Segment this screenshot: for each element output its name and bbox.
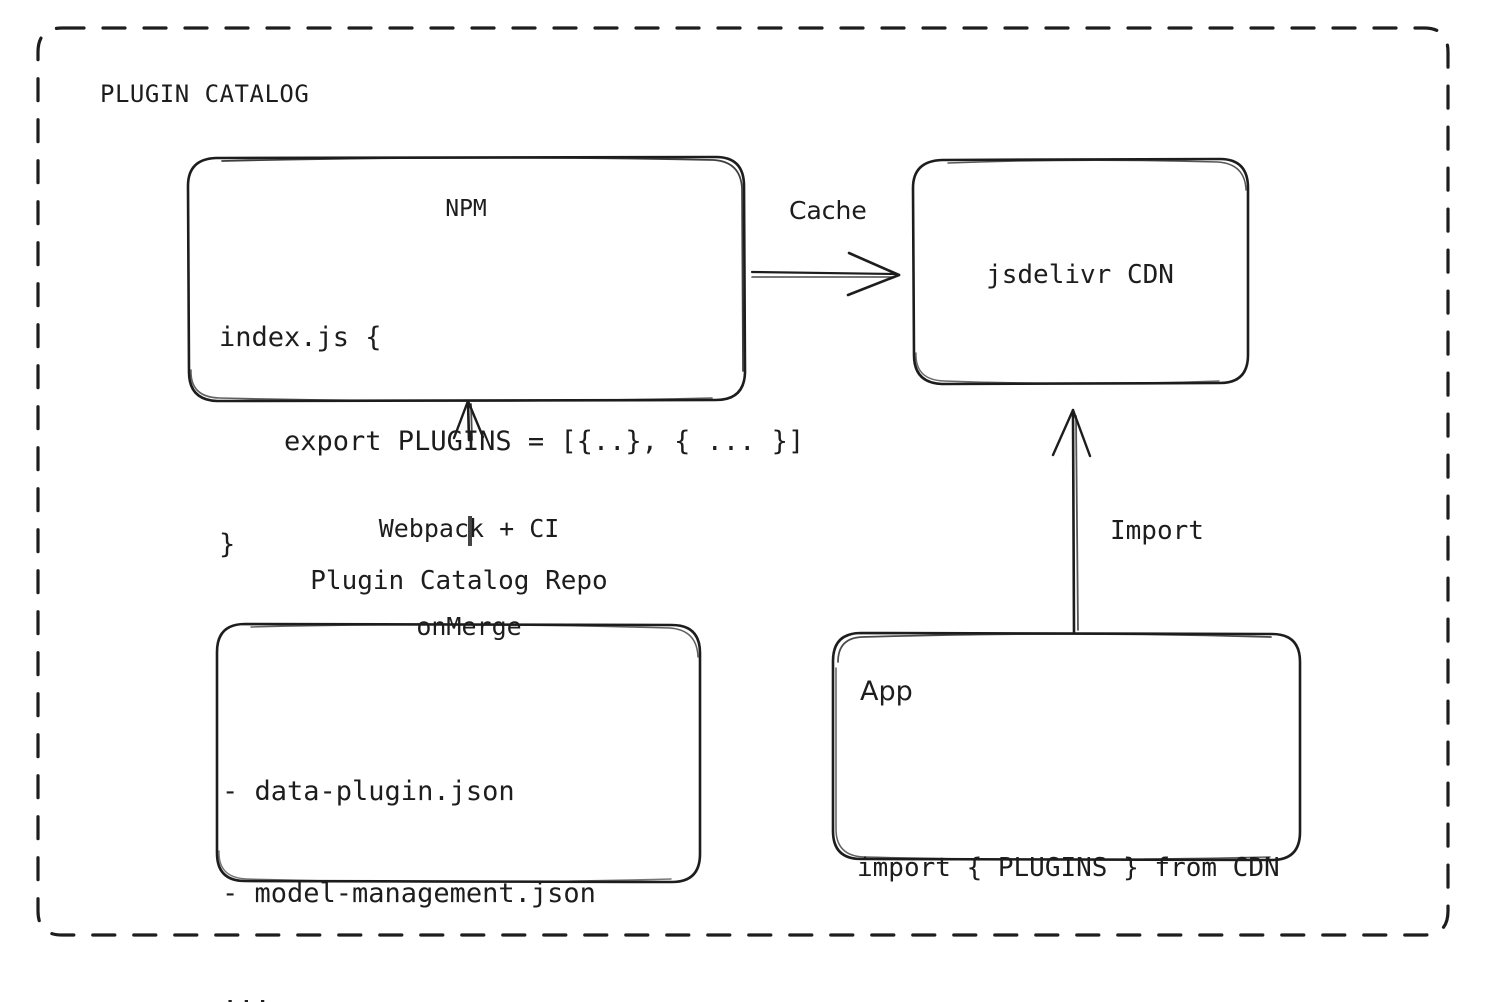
app-node-code: import { PLUGINS } from CDN PLUGINS.forE… <box>857 738 1280 1002</box>
repo-file-list: - data-plugin.json - model-management.js… <box>222 707 596 1002</box>
build-edge-label-line-2: onMerge <box>416 611 522 641</box>
npm-node-code: index.js { export PLUGINS = [{..}, { ...… <box>219 252 804 632</box>
app-node-title: App <box>860 676 913 707</box>
app-code-line-2: PLUGINS.forEach {} <box>857 998 1280 1002</box>
npm-node-shape <box>186 155 747 403</box>
cache-arrow <box>750 251 901 297</box>
npm-code-line-1: index.js { <box>219 322 382 354</box>
build-edge-label: Webpack + CI onMerge <box>308 448 630 708</box>
app-code-line-1: import { PLUGINS } from CDN <box>857 853 1280 883</box>
cdn-node-title: jsdelivr CDN <box>986 260 1174 290</box>
import-arrow <box>1051 408 1092 634</box>
npm-node-title: NPM <box>445 196 487 222</box>
repo-node-title: Plugin Catalog Repo <box>310 566 608 596</box>
build-arrow <box>452 399 485 546</box>
import-edge-label: Import <box>1110 516 1204 546</box>
repo-list-item: - model-management.json <box>222 878 596 910</box>
cache-edge-label: Cache <box>789 196 867 225</box>
plugin-catalog-group-label: PLUGIN CATALOG <box>100 80 310 108</box>
repo-list-item: ... <box>222 980 271 1002</box>
npm-code-line-2: export PLUGINS = [{..}, { ... }] <box>219 425 805 457</box>
npm-code-line-3: } <box>219 529 236 561</box>
build-edge-label-line-1: Webpack + CI <box>378 514 560 543</box>
plugin-catalog-group-border <box>36 26 1450 937</box>
repo-node-shape <box>215 622 702 884</box>
repo-list-item: - data-plugin.json <box>222 776 515 808</box>
cdn-node-shape <box>911 157 1250 386</box>
app-node-shape <box>831 631 1302 862</box>
